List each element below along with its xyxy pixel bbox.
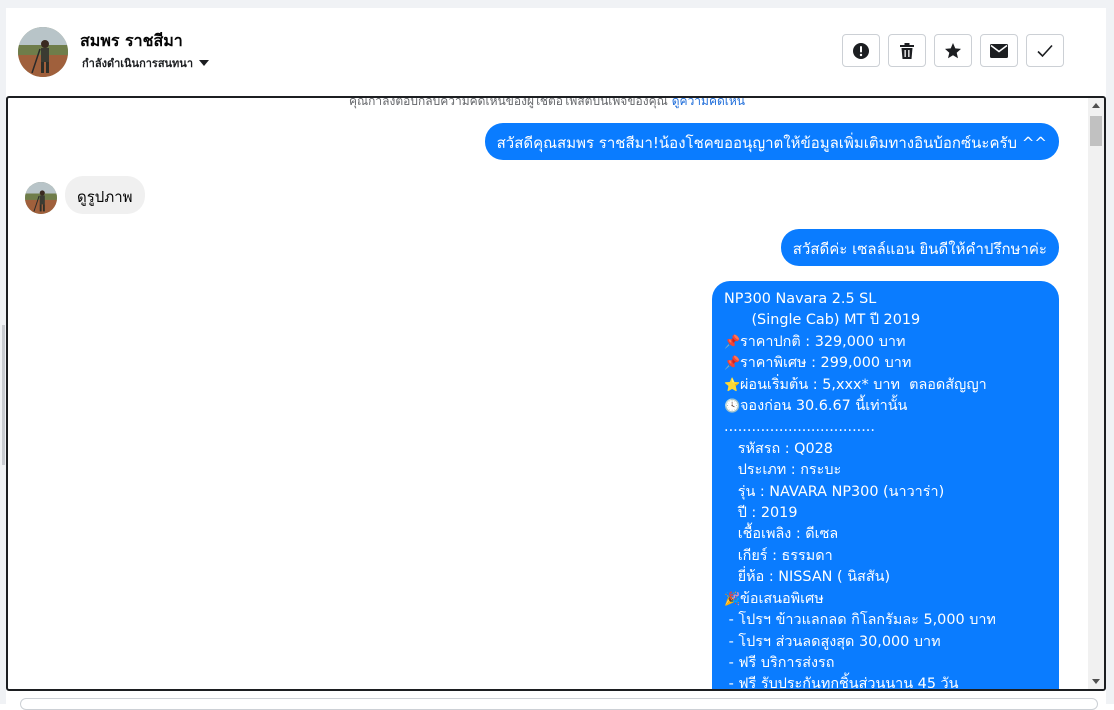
scrollbar-thumb[interactable] bbox=[1090, 116, 1102, 146]
offer-line: เกียร์ : ธรรมดา bbox=[724, 547, 833, 564]
thread-scrollbar[interactable] bbox=[1088, 98, 1104, 689]
conversation-header: สมพร ราชสีมา กำลังดำเนินการสนทนา bbox=[6, 8, 1106, 96]
caret-down-icon bbox=[199, 60, 209, 66]
offer-line: 🎉ข้อเสนอพิเศษ bbox=[724, 589, 1047, 610]
delete-button[interactable] bbox=[888, 34, 926, 67]
envelope-icon bbox=[990, 43, 1008, 58]
scroll-up-arrow-icon[interactable] bbox=[1092, 103, 1100, 108]
offer-line: (Single Cab) MT ปี 2019 bbox=[724, 312, 921, 329]
offer-line: 🕓จองก่อน 30.6.67 นี้เท่านั้น bbox=[724, 396, 1047, 417]
offer-line: เชื้อเพลิง : ดีเซล bbox=[724, 526, 839, 543]
offer-line-text: ราคาพิเศษ : 299,000 บาท bbox=[740, 355, 912, 372]
outgoing-message[interactable]: สวัสดีคุณสมพร ราชสีมา!น้องโชคขออนุญาตให้… bbox=[484, 123, 1059, 160]
clock-icon: 🕓 bbox=[724, 399, 741, 415]
message-thread[interactable]: คุณกำลังตอบกลับความคิดเห็นของผู้ใช้ต่อโพ… bbox=[6, 96, 1106, 691]
left-panel-edge bbox=[0, 0, 6, 704]
conversation-status-label: กำลังดำเนินการสนทนา bbox=[82, 57, 193, 70]
conversation-actions bbox=[842, 34, 1064, 67]
trash-icon bbox=[900, 42, 914, 59]
mark-unread-button[interactable] bbox=[980, 34, 1018, 67]
outgoing-offer-message[interactable]: NP300 Navara 2.5 SL (Single Cab) MT ปี 2… bbox=[712, 281, 1059, 691]
offer-line: - ฟรี บริการส่งรถ bbox=[724, 654, 835, 671]
panel-resize-mark bbox=[2, 325, 5, 465]
message-composer[interactable] bbox=[20, 698, 1098, 710]
scroll-down-arrow-icon[interactable] bbox=[1092, 679, 1100, 684]
offer-line: รหัสรถ : Q028 bbox=[724, 440, 833, 457]
pushpin-icon: 📌 bbox=[724, 334, 741, 350]
exclamation-circle-icon bbox=[853, 42, 869, 59]
pushpin-icon: 📌 bbox=[724, 356, 741, 372]
star-icon bbox=[945, 42, 961, 58]
right-panel-edge bbox=[1106, 8, 1114, 704]
star-button[interactable] bbox=[934, 34, 972, 67]
offer-line: รุ่น : NAVARA NP300 (นาวาร่า) bbox=[724, 483, 945, 500]
offer-line: - โปรฯ ส่วนลดสูงสุด 30,000 บาท bbox=[724, 633, 941, 650]
offer-line: 📌ราคาพิเศษ : 299,000 บาท bbox=[724, 353, 1047, 374]
offer-line-text: ราคาปกติ : 329,000 บาท bbox=[740, 333, 906, 350]
checkmark-icon bbox=[1037, 44, 1053, 57]
offer-line: NP300 Navara 2.5 SL bbox=[724, 291, 877, 307]
comment-reply-notice: คุณกำลังตอบกลับความคิดเห็นของผู้ใช้ต่อโพ… bbox=[8, 96, 1086, 111]
offer-line: ยี่ห้อ : NISSAN ( นิสสัน) bbox=[724, 569, 891, 586]
offer-line-text: ข้อเสนอพิเศษ bbox=[740, 590, 824, 607]
outgoing-message[interactable]: สวัสดีค่ะ เซลล์แอน ยินดีให้คำปรึกษาค่ะ bbox=[780, 229, 1059, 266]
view-comment-link[interactable]: ดูความคิดเห็น bbox=[671, 96, 745, 108]
offer-line-text: ผ่อนเริ่มต้น : 5,xxx* บาท ตลอดสัญญา bbox=[740, 376, 987, 393]
offer-divider: ................................. bbox=[724, 419, 875, 436]
incoming-message[interactable]: ดูรูปภาพ bbox=[65, 176, 145, 214]
notice-text: คุณกำลังตอบกลับความคิดเห็นของผู้ใช้ต่อโพ… bbox=[349, 96, 668, 108]
star-emoji-icon: ⭐ bbox=[724, 377, 741, 393]
offer-line: - โปรฯ ข้าวแลกลด กิโลกรัมละ 5,000 บาท bbox=[724, 612, 996, 629]
offer-line-text: จองก่อน 30.6.67 นี้เท่านั้น bbox=[740, 398, 908, 415]
conversation-status-dropdown[interactable]: กำลังดำเนินการสนทนา bbox=[82, 54, 209, 72]
party-popper-icon: 🎉 bbox=[724, 591, 741, 607]
offer-line: ปี : 2019 bbox=[724, 505, 798, 522]
offer-line: - ฟรี รับประกันทุกชิ้นส่วนนาน 45 วัน bbox=[724, 676, 959, 691]
sender-avatar[interactable] bbox=[25, 182, 57, 214]
offer-line: 📌ราคาปกติ : 329,000 บาท bbox=[724, 332, 1047, 353]
mark-done-button[interactable] bbox=[1026, 34, 1064, 67]
contact-avatar[interactable] bbox=[18, 27, 68, 77]
offer-line: ⭐ผ่อนเริ่มต้น : 5,xxx* บาท ตลอดสัญญา bbox=[724, 375, 1047, 396]
report-button[interactable] bbox=[842, 34, 880, 67]
contact-name[interactable]: สมพร ราชสีมา bbox=[80, 31, 183, 50]
offer-line: ประเภท : กระบะ bbox=[724, 462, 842, 479]
